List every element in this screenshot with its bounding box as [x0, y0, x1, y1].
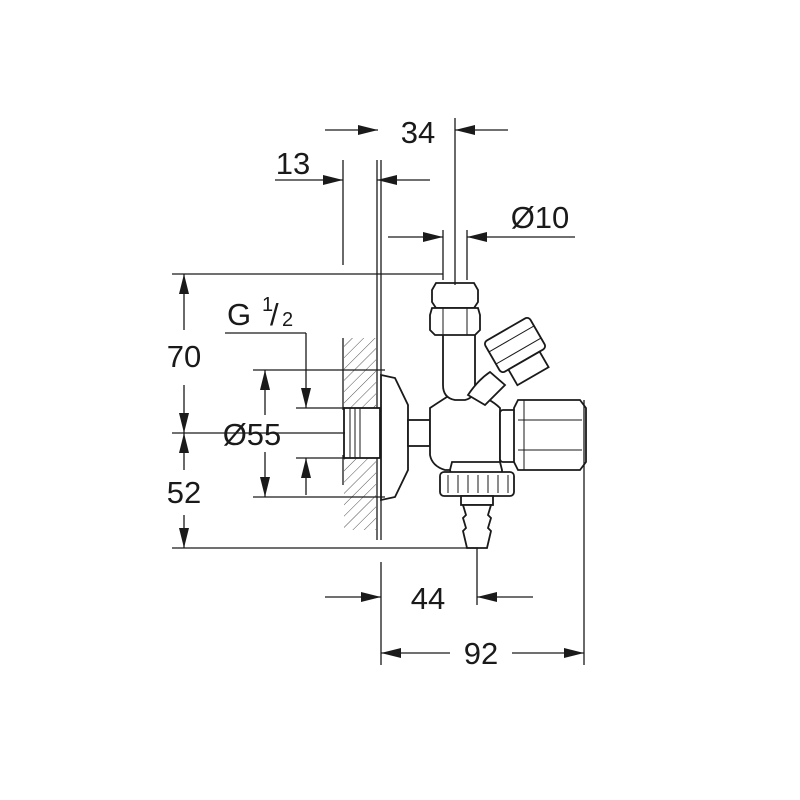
dim-top-width: 34: [325, 115, 508, 285]
supply-pipe: [442, 330, 476, 401]
dim-label-diameter-55: Ø55: [223, 417, 282, 452]
valve-body: [429, 391, 501, 471]
dim-label-diameter-10: Ø10: [511, 200, 570, 235]
arrowhead: [301, 458, 311, 478]
angle-valve: [343, 230, 587, 549]
arrowhead: [260, 477, 270, 497]
compression-nut: [429, 307, 481, 336]
angled-connector: [484, 316, 550, 387]
rosette: [380, 373, 409, 502]
dim-outlet-offset: 44: [325, 548, 533, 616]
arrowhead: [179, 274, 189, 294]
arrowhead: [179, 413, 189, 433]
arrowhead: [381, 648, 401, 658]
dim-vertical-heights: 70 52: [167, 274, 201, 548]
arrowhead: [179, 433, 189, 453]
arrowhead: [455, 125, 475, 135]
arrowhead: [323, 175, 343, 185]
dim-label-13: 13: [276, 146, 310, 181]
thread-numerator: 1: [262, 294, 273, 316]
nut-facet: [488, 325, 535, 353]
connector-stub: [407, 419, 431, 447]
handle-cap: [513, 399, 587, 471]
hose-barb: [461, 504, 493, 549]
dim-rosette-diameter: Ø55: [223, 369, 385, 498]
thread-nipple: [343, 407, 381, 459]
nut-facet: [495, 337, 542, 365]
ribbed-nut: [439, 471, 515, 497]
arrowhead: [358, 125, 378, 135]
compression-ferrule: [431, 282, 479, 309]
arrowhead: [301, 388, 311, 408]
arrowhead: [377, 175, 397, 185]
dim-wall-offset: 13: [275, 146, 430, 185]
thread-slash: /: [270, 297, 279, 332]
dim-overall-width: 92: [381, 400, 585, 671]
dim-label-92: 92: [464, 636, 498, 671]
arrowhead: [423, 232, 443, 242]
thread-denominator: 2: [282, 309, 293, 331]
angled-collar: [507, 350, 550, 387]
arrowhead: [361, 592, 381, 602]
dim-label-44: 44: [411, 581, 445, 616]
dim-tube-diameter: Ø10: [388, 200, 575, 242]
arrowhead: [260, 370, 270, 390]
dim-thread-size: G 1 / 2: [225, 294, 345, 495]
arrowhead: [467, 232, 487, 242]
barb-collar: [460, 495, 494, 506]
thread-prefix: G: [227, 297, 251, 332]
dim-label-52: 52: [167, 475, 201, 510]
dim-label-70: 70: [167, 339, 201, 374]
arrowhead: [179, 528, 189, 548]
angled-branch: [466, 370, 507, 407]
dim-label-34: 34: [401, 115, 435, 150]
arrowhead: [477, 592, 497, 602]
arrowhead: [564, 648, 584, 658]
